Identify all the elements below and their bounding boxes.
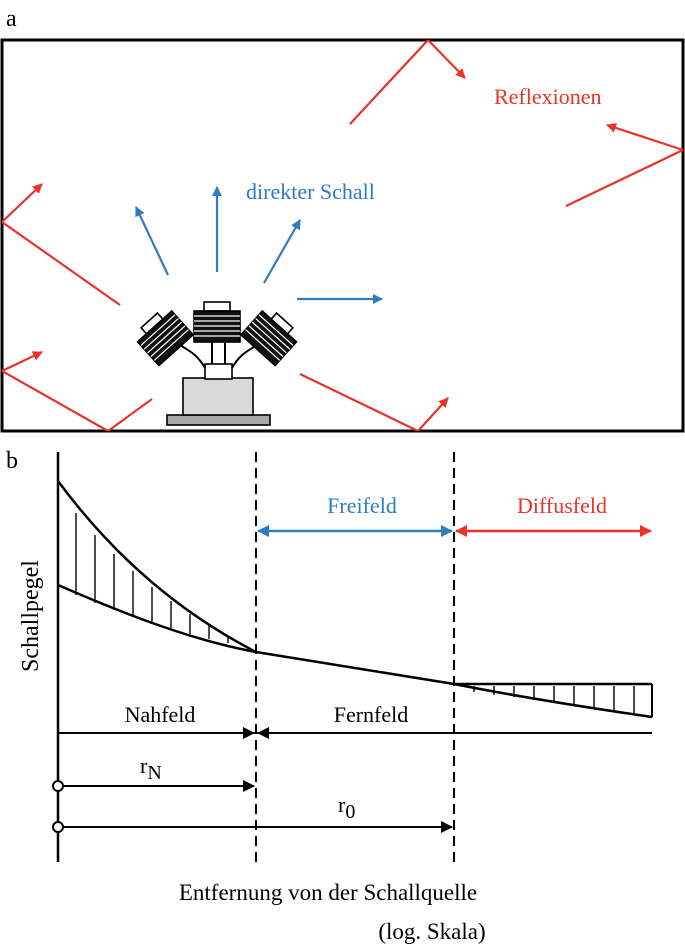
near-field-upper-curve <box>56 480 257 654</box>
reflection-ray-left-upper <box>2 183 121 306</box>
reflection-ray-bottom-right <box>299 373 449 431</box>
sound-level-curve <box>57 583 653 719</box>
reflection-ray-left-lower <box>2 351 153 431</box>
cylinder-left <box>136 309 195 367</box>
cylinder-center <box>193 301 241 343</box>
reflection-ray-right <box>565 123 683 207</box>
x-axis-label-line2: (log. Skala) <box>378 919 485 944</box>
reflection-ray-top <box>349 40 466 125</box>
r0-label: r0 <box>338 792 355 823</box>
compressor-base-plate <box>166 414 271 426</box>
y-axis-label: Schallpegel <box>18 560 44 672</box>
room-border <box>0 38 685 433</box>
compressor-body <box>182 377 254 416</box>
free-field-label: Freifeld <box>327 493 397 518</box>
panel-b-label: b <box>6 448 18 474</box>
direct-ray-1 <box>135 206 169 276</box>
diffuse-field-label: Diffusfeld <box>517 493 607 518</box>
panel-a: a Reflexionen direkter Schall <box>0 6 685 433</box>
direct-sound-rays <box>135 186 383 304</box>
rN-origin-circle <box>52 780 64 792</box>
panel-b: b <box>6 448 653 944</box>
r0-origin-circle <box>52 821 64 833</box>
compressor-pipes <box>178 340 259 369</box>
panel-a-label: a <box>6 6 17 32</box>
diffuse-field-hatching <box>473 686 635 715</box>
sound-source-compressor <box>136 301 298 426</box>
x-axis-label-line1: Entfernung von der Schallquelle <box>179 880 477 905</box>
rN-label: rN <box>140 753 162 784</box>
near-field-hatching <box>75 513 229 643</box>
far-field-label: Fernfeld <box>334 702 409 727</box>
near-field-label: Nahfeld <box>125 702 196 727</box>
compressor-neck <box>204 363 233 380</box>
reflections-label: Reflexionen <box>494 84 602 109</box>
cylinder-right <box>239 309 298 367</box>
direct-sound-label: direkter Schall <box>246 179 375 204</box>
direct-ray-3 <box>263 219 301 284</box>
reflection-rays <box>2 40 683 431</box>
